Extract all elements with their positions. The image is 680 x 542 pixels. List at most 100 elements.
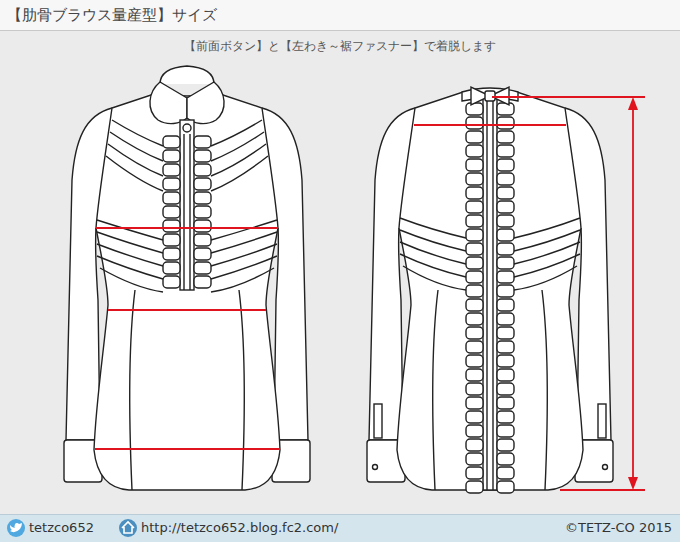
- ruffle: [466, 439, 483, 451]
- ruffle: [466, 271, 483, 283]
- ruffle: [466, 229, 483, 241]
- rib-pleats: [400, 218, 580, 290]
- ruffle: [194, 178, 211, 190]
- header-bar: [0, 0, 680, 30]
- ruffle: [194, 262, 211, 274]
- placket-line: [486, 98, 487, 490]
- ruffle: [497, 159, 514, 171]
- blouse-body: [64, 92, 310, 490]
- pleat: [97, 232, 163, 253]
- pleat: [211, 268, 274, 292]
- ruffle: [497, 453, 514, 465]
- waist-line: [108, 309, 266, 311]
- twitter-bird: [10, 523, 22, 532]
- ruffle: [466, 453, 483, 465]
- hem-line: [95, 448, 279, 450]
- ruffle: [497, 299, 514, 311]
- back-view: [367, 87, 613, 493]
- princess-seam: [130, 290, 135, 490]
- ruffle: [466, 411, 483, 423]
- ruffle: [466, 117, 483, 129]
- pleat: [211, 132, 264, 161]
- ruffle: [466, 425, 483, 437]
- ruffle: [163, 192, 180, 204]
- ruffle: [163, 164, 180, 176]
- cuff-button: [603, 465, 608, 470]
- ruffle: [163, 234, 180, 246]
- placket-line: [183, 134, 184, 290]
- pleat: [400, 242, 466, 264]
- ruffle: [163, 178, 180, 190]
- ruffle: [497, 201, 514, 213]
- blog-url: http://tetzco652.blog.fc2.com/: [141, 520, 338, 536]
- pleat: [100, 268, 163, 292]
- ruffle: [466, 131, 483, 143]
- ruffle: [466, 103, 483, 115]
- ruffle: [497, 131, 514, 143]
- ruffle: [497, 425, 514, 437]
- ruffle: [497, 397, 514, 409]
- pleat: [514, 230, 580, 251]
- pleat: [97, 244, 163, 266]
- ruffle: [497, 369, 514, 381]
- ruffle: [497, 285, 514, 297]
- ruffle: [163, 248, 180, 260]
- ruffle: [466, 467, 483, 479]
- ruffle: [466, 369, 483, 381]
- ruffle: [497, 271, 514, 283]
- pleat: [514, 266, 577, 290]
- ruffle: [194, 206, 211, 218]
- front-view: [64, 66, 310, 490]
- ruffles: [466, 103, 514, 493]
- pleat: [400, 218, 466, 238]
- ruffle: [497, 355, 514, 367]
- ruffle: [497, 145, 514, 157]
- home-house: [122, 522, 134, 533]
- blouse-body-copy: [367, 92, 613, 490]
- placket: [180, 120, 194, 290]
- pleat: [106, 156, 163, 191]
- cuff-button: [373, 465, 378, 470]
- pleat: [211, 220, 277, 240]
- ruffle: [194, 136, 211, 148]
- twitter-icon: [7, 519, 25, 537]
- ruffle: [466, 243, 483, 255]
- pleat: [400, 230, 466, 251]
- ruffle: [497, 173, 514, 185]
- ruffle: [194, 276, 211, 288]
- pleat: [514, 254, 580, 277]
- button: [183, 124, 191, 132]
- ruffle: [163, 150, 180, 162]
- ruffle: [194, 150, 211, 162]
- ruffle: [466, 341, 483, 353]
- ruffle: [194, 220, 211, 232]
- ruffle: [194, 234, 211, 246]
- ruffle: [163, 220, 180, 232]
- bust-line: [96, 227, 278, 229]
- ruffle: [497, 313, 514, 325]
- ruffle: [497, 117, 514, 129]
- ruffle: [497, 481, 514, 493]
- pleat: [211, 232, 277, 253]
- ruffle: [466, 215, 483, 227]
- measure-lines: [95, 97, 645, 490]
- ruffle: [497, 341, 514, 353]
- pleat: [211, 244, 277, 266]
- pleat: [211, 120, 262, 146]
- rib-pleats: [97, 120, 277, 292]
- ruffle: [466, 159, 483, 171]
- arrowhead: [628, 477, 638, 490]
- ruffles: [163, 136, 211, 288]
- ruffle: [466, 313, 483, 325]
- footer-rule: [0, 514, 680, 515]
- ruffle: [497, 327, 514, 339]
- home-icon: [119, 519, 137, 537]
- length-line: [632, 100, 634, 487]
- placket-line: [189, 134, 190, 290]
- pleat: [211, 156, 268, 191]
- shoulder-line: [414, 124, 566, 126]
- pleat: [211, 144, 266, 176]
- ruffle: [466, 481, 483, 493]
